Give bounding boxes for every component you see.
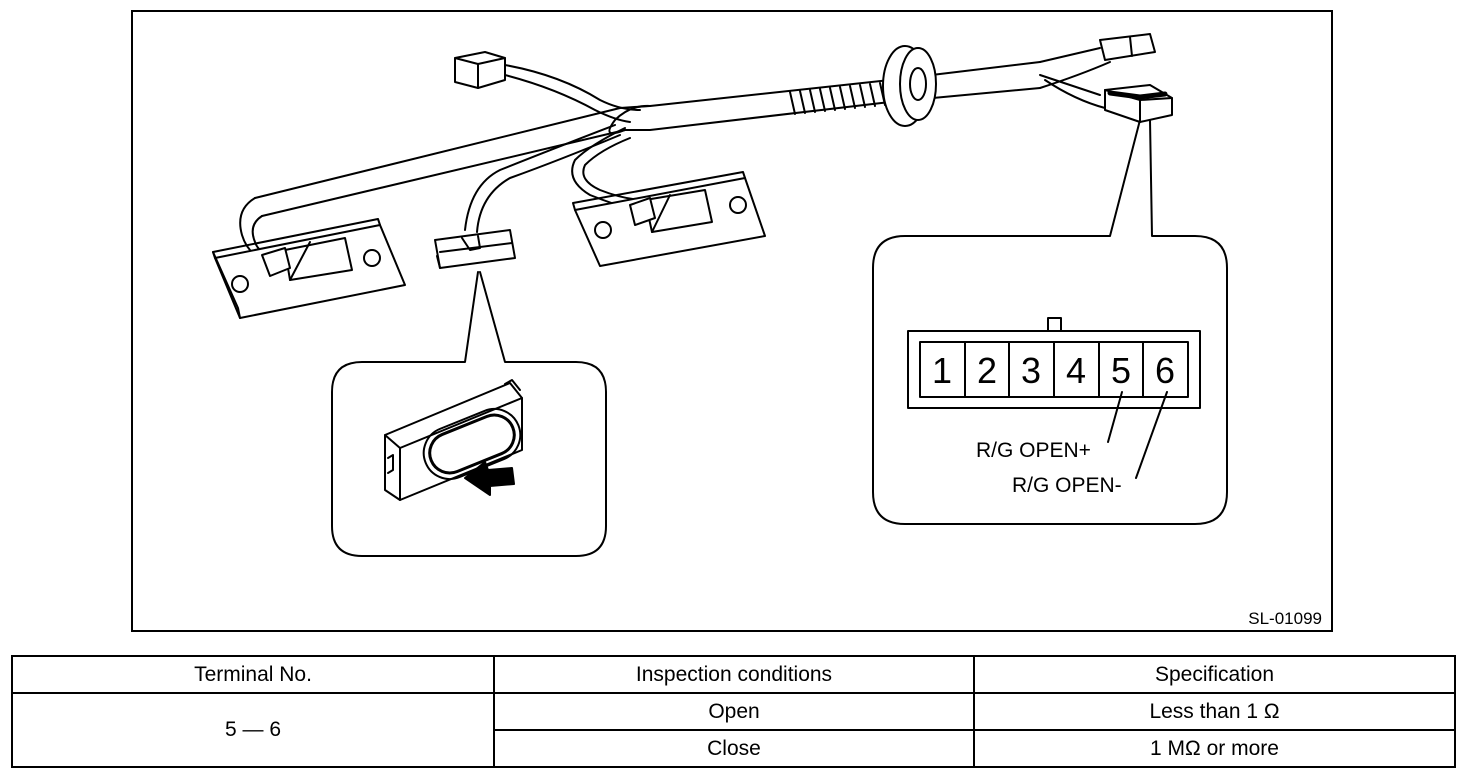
table-row: 5 — 6 Open Less than 1 Ω [11,692,1456,768]
wiring-harness-figure: 1 2 3 4 5 6 R/G OPEN+ R/G OPEN- SL-01099 [131,10,1333,632]
six-pin-connector [1104,84,1173,123]
label-rg-open-minus: R/G OPEN- [1012,474,1122,497]
condition-cell: Close [493,729,975,768]
pin-6: 6 [1155,350,1175,391]
spec-cell: 1 MΩ or more [973,729,1456,768]
connector-detail-callout [872,119,1228,525]
top-left-connector [454,51,641,123]
header-terminal-no: Terminal No. [11,655,495,694]
header-specification: Specification [973,655,1456,694]
figure-id: SL-01099 [1248,609,1322,628]
harness-illustration: 1 2 3 4 5 6 R/G OPEN+ R/G OPEN- SL-01099 [212,33,1322,628]
pin-1: 1 [932,350,952,391]
label-rg-open-plus: R/G OPEN+ [976,439,1091,462]
leader-line-6 [1135,391,1168,479]
spec-cell: Less than 1 Ω [973,692,1456,731]
push-arrow-icon [464,461,515,496]
switch-detail-callout [331,271,607,557]
left-bracket [212,218,406,319]
connector-face [907,317,1201,479]
table-row: Close 1 MΩ or more [12,729,1456,768]
top-right-branch [1039,33,1156,109]
leader-line-5 [1107,391,1123,443]
pin-4: 4 [1066,350,1086,391]
spiral-tape [789,82,886,115]
harness-trunk [254,45,1041,217]
right-bracket [572,171,766,267]
pin-5: 5 [1111,350,1131,391]
condition-cell: Open [493,692,975,731]
pin-2: 2 [977,350,997,391]
specification-table: Terminal No. Inspection conditions Speci… [11,655,1456,768]
pin-3: 3 [1021,350,1041,391]
table-header-row: Terminal No. Inspection conditions Speci… [11,655,1456,694]
header-inspection-conditions: Inspection conditions [493,655,975,694]
terminal-cell: 5 — 6 [11,692,495,768]
